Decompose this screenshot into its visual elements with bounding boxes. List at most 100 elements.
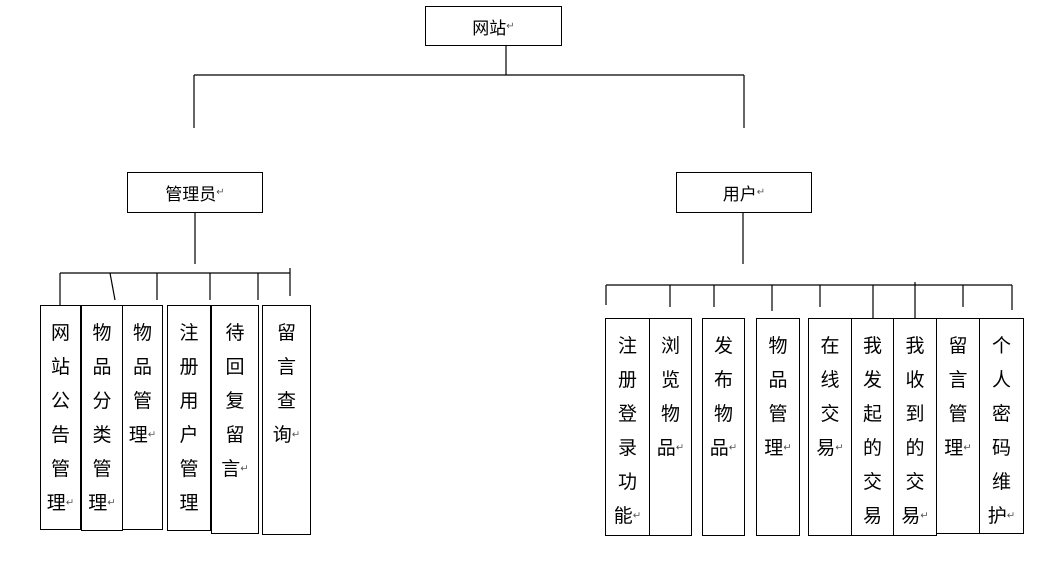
label-char: 待 <box>225 322 245 344</box>
label-char: 维 <box>991 471 1011 493</box>
return-mark-icon: ↵ <box>675 442 685 454</box>
return-mark-icon: ↵ <box>728 442 738 454</box>
label-char: 网 <box>50 322 70 344</box>
admin-label: 管理员 <box>165 185 217 205</box>
root-node: 网站↵ <box>425 6 562 46</box>
label-char: 理↵ <box>764 437 792 459</box>
label-char: 人 <box>991 369 1011 391</box>
admin-item-goods-manage: 物品管理物品管理↵ <box>122 305 163 530</box>
label-char: 易↵ <box>816 437 844 459</box>
label-char: 询↵ <box>272 424 301 446</box>
label-char: 复 <box>225 390 245 412</box>
label-char: 留 <box>225 424 245 446</box>
label-char: 录 <box>617 437 637 459</box>
label-char: 物 <box>92 322 112 344</box>
return-mark-icon: ↵ <box>147 429 157 441</box>
label-char: 户 <box>179 424 199 446</box>
label-char: 言 <box>276 356 296 378</box>
label-char: 物 <box>132 322 152 344</box>
label-char: 发 <box>713 335 733 357</box>
label-char: 交 <box>862 471 882 493</box>
label-char: 理↵ <box>88 492 116 514</box>
label-char: 管 <box>50 458 70 480</box>
label-char: 物 <box>660 403 680 425</box>
return-mark-icon: ↵ <box>291 429 301 441</box>
label-char: 留 <box>948 335 968 357</box>
label-char: 收 <box>905 369 925 391</box>
label-char: 登 <box>617 403 637 425</box>
label-char: 理↵ <box>944 437 972 459</box>
user-item-online-trade: 在线交易在线交易↵ <box>808 318 852 536</box>
user-label: 用户 <box>722 185 757 205</box>
label-char: 分 <box>92 390 112 412</box>
label-char: 站 <box>50 356 70 378</box>
return-mark-icon: ↵ <box>506 20 515 32</box>
label-char: 交 <box>905 471 925 493</box>
root-label: 网站 <box>472 18 507 39</box>
user-item-goods-manage: 物品管理物品管理↵ <box>756 318 800 536</box>
return-mark-icon: ↵ <box>216 187 225 198</box>
admin-item-pending-replies: 待回复留言待回复留言↵ <box>211 305 259 534</box>
label-char: 起 <box>862 403 882 425</box>
label-char: 的 <box>862 437 882 459</box>
label-char: 管 <box>132 390 152 412</box>
label-char: 密 <box>991 403 1011 425</box>
user-item-register-login: 注册登录功能注册登录功能↵ <box>605 318 650 536</box>
label-char: 理↵ <box>128 424 157 446</box>
label-char: 理 <box>179 492 199 514</box>
label-char: 注 <box>179 322 199 344</box>
label-char: 言 <box>948 369 968 391</box>
label-char: 册 <box>617 369 637 391</box>
label-char: 浏 <box>660 335 680 357</box>
label-char: 用 <box>179 390 199 412</box>
return-mark-icon: ↵ <box>107 497 116 509</box>
label-char: 品 <box>92 356 112 378</box>
admin-item-site-notice: 网站公告管理网站公告管理↵ <box>40 305 81 530</box>
user-item-trades-initiated: 我发起的交易我发起的交易 <box>851 318 894 536</box>
label-char: 类 <box>92 424 112 446</box>
label-char: 品↵ <box>709 437 738 459</box>
user-item-publish-goods: 发布物品发布物品↵ <box>702 318 745 536</box>
return-mark-icon: ↵ <box>65 497 75 509</box>
return-mark-icon: ↵ <box>1006 510 1016 522</box>
label-char: 能↵ <box>613 505 642 527</box>
label-char: 功 <box>617 471 637 493</box>
label-char: 我 <box>862 335 882 357</box>
label-char: 公 <box>50 390 70 412</box>
label-char: 的 <box>905 437 925 459</box>
label-char: 注 <box>617 335 637 357</box>
label-char: 留 <box>276 322 296 344</box>
label-char: 册 <box>179 356 199 378</box>
label-char: 我 <box>905 335 925 357</box>
admin-item-category-manage: 物品分类管理物品分类管理↵ <box>81 305 123 531</box>
label-char: 查 <box>276 390 296 412</box>
label-char: 布 <box>713 369 733 391</box>
user-item-password: 个人密码维护个人密码维护↵ <box>979 318 1024 534</box>
label-char: 护↵ <box>987 505 1016 527</box>
label-char: 告 <box>50 424 70 446</box>
label-char: 物 <box>768 335 788 357</box>
admin-item-user-manage: 注册用户管理注册用户管理 <box>167 305 211 531</box>
label-char: 码 <box>991 437 1011 459</box>
label-char: 品 <box>768 369 788 391</box>
label-char: 交 <box>820 403 840 425</box>
user-item-browse-goods: 浏览物品浏览物品↵ <box>649 318 692 536</box>
label-char: 在 <box>820 335 840 357</box>
return-mark-icon: ↵ <box>963 442 972 454</box>
label-char: 管 <box>92 458 112 480</box>
return-mark-icon: ↵ <box>920 510 929 522</box>
admin-node: 管理员↵ <box>127 172 263 213</box>
label-char: 览 <box>660 369 680 391</box>
label-char: 管 <box>768 403 788 425</box>
user-item-message-manage: 留言管理留言管理↵ <box>936 318 980 534</box>
admin-item-message-query: 留言查询留言查询↵ <box>262 305 311 535</box>
label-char: 线 <box>820 369 840 391</box>
label-char: 品↵ <box>656 437 685 459</box>
label-char: 理↵ <box>46 492 75 514</box>
label-char: 易 <box>862 505 882 527</box>
label-char: 物 <box>713 403 733 425</box>
return-mark-icon: ↵ <box>632 510 642 522</box>
return-mark-icon: ↵ <box>835 442 844 454</box>
label-char: 发 <box>862 369 882 391</box>
